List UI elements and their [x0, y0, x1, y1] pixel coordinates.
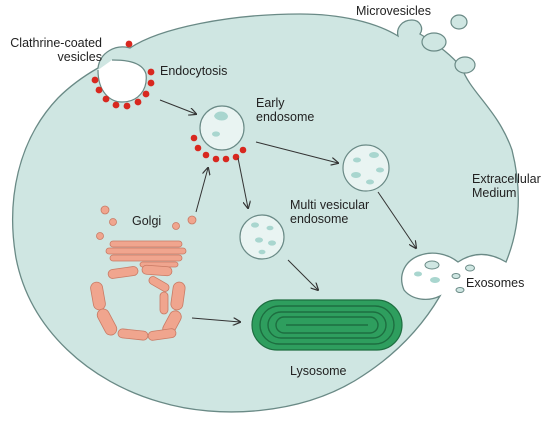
- label-extracellular-line2: Medium: [472, 186, 517, 200]
- early-endosome: [190, 105, 247, 163]
- label-clathrine: Clathrine-coated vesicles: [2, 36, 102, 64]
- label-clathrine-line1: Clathrine-coated: [10, 36, 102, 50]
- label-extracellular: Extracellular Medium: [472, 172, 541, 200]
- label-microvesicles: Microvesicles: [356, 4, 432, 18]
- label-clathrine-line2: vesicles: [57, 50, 102, 64]
- label-golgi: Golgi: [132, 214, 162, 228]
- label-multivesicular-line2: endosome: [290, 212, 349, 226]
- label-multivesicular: Multi vesicular endosome: [290, 198, 369, 226]
- label-lysosome: Lysosome: [290, 364, 347, 378]
- clathrin-coated-pit: [91, 40, 155, 110]
- exosome-release: [414, 260, 475, 293]
- multivesicular-endosome: [239, 214, 285, 260]
- label-extracellular-line1: Extracellular: [472, 172, 541, 186]
- multivesicular-body-upper: [342, 144, 390, 192]
- label-early-endosome-line1: Early: [256, 96, 285, 110]
- label-exosomes: Exosomes: [466, 276, 525, 290]
- label-multivesicular-line1: Multi vesicular: [290, 198, 370, 212]
- lysosome: [251, 299, 403, 351]
- cell-membrane: [12, 13, 519, 413]
- golgi-apparatus: [90, 205, 197, 341]
- label-early-endosome-line2: endosome: [256, 110, 315, 124]
- microvesicles: [421, 14, 476, 74]
- pathway-arrows: [159, 99, 416, 322]
- label-early-endosome: Early endosome: [256, 96, 314, 124]
- label-endocytosis: Endocytosis: [160, 64, 228, 78]
